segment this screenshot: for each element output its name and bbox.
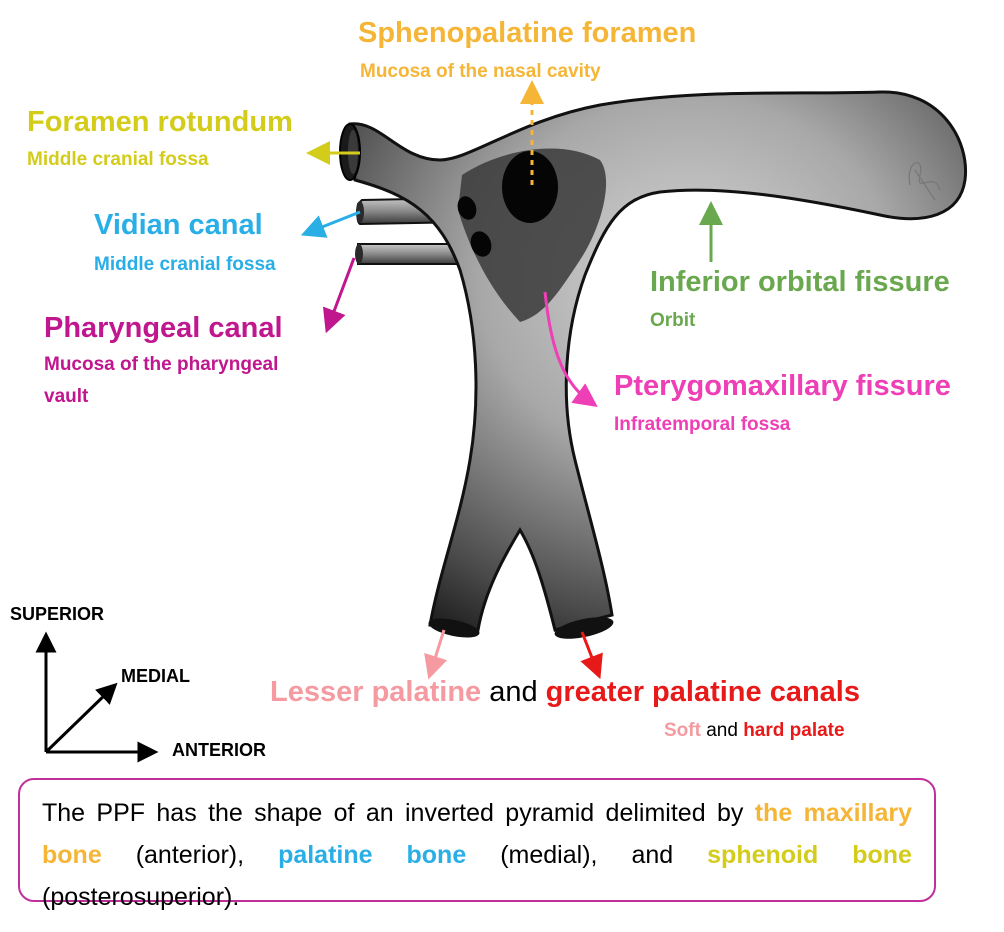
pharyngeal-title: Pharyngeal canal <box>44 312 283 344</box>
lesser-palatine-opening <box>428 618 480 638</box>
orientation-axes <box>35 631 159 763</box>
pharyngeal-canal-opening <box>355 244 363 264</box>
small-hole-1 <box>457 196 477 220</box>
inferior-orbital-sub: Orbit <box>650 310 696 331</box>
lesser-palatine-label: Lesser palatine <box>270 676 482 708</box>
pyramid-face <box>458 148 607 322</box>
vidian-title: Vidian canal <box>94 209 263 241</box>
palate-sub: Soft and hard palate <box>664 720 845 742</box>
soft-palate-label: Soft <box>664 720 701 741</box>
greater-palatine-label: greater palatine canals <box>545 676 860 708</box>
caption-part2: (anterior), <box>135 841 245 869</box>
greater-palatine-arrow <box>580 631 603 680</box>
axis-anterior-label: ANTERIOR <box>172 740 266 760</box>
caption-part4: (posterosuperior). <box>42 883 240 911</box>
palatine-and-label: and <box>489 676 538 708</box>
pterygomaxillary-arrow <box>543 291 598 407</box>
caption-maxillary: the maxillary bone <box>42 799 912 869</box>
hard-palate-label: hard palate <box>743 720 845 741</box>
inferior-orbital-title: Inferior orbital fissure <box>650 266 950 298</box>
foramen-rotundum-title: Foramen rotundum <box>27 106 293 138</box>
axis-medial-label: MEDIAL <box>121 666 190 686</box>
signature-scribble <box>908 162 941 201</box>
caption-box: The PPF has the shape of an inverted pyr… <box>18 778 936 911</box>
small-hole-2 <box>470 231 492 257</box>
pharyngeal-sub-line1: Mucosa of the pharyngeal <box>44 354 279 375</box>
pterygomaxillary-title: Pterygomaxillary fissure <box>614 370 951 402</box>
foramen-rotundum-sub: Middle cranial fossa <box>27 149 209 170</box>
lesser-palatine-arrow <box>424 629 448 680</box>
caption-part3: (medial), and <box>500 841 674 869</box>
palatine-canals-title: Lesser palatine and greater palatine can… <box>270 676 860 709</box>
sphenopalatine-foramen-hole <box>502 151 558 223</box>
vidian-arrow <box>300 210 361 238</box>
ppf-body <box>348 90 968 632</box>
sphenopalatine-title: Sphenopalatine foramen <box>358 17 697 49</box>
caption-sphenoid: sphenoid bone <box>707 841 912 869</box>
pharyngeal-sub-line2: vault <box>44 386 89 407</box>
caption-part1: The PPF has the shape of an inverted pyr… <box>42 799 744 827</box>
pharyngeal-arrow <box>322 257 356 334</box>
caption-palatine: palatine bone <box>278 841 467 869</box>
greater-palatine-opening <box>554 617 614 639</box>
vidian-sub: Middle cranial fossa <box>94 254 276 275</box>
palate-and-label: and <box>706 720 738 741</box>
sphenopalatine-sub: Mucosa of the nasal cavity <box>360 61 601 82</box>
pterygomaxillary-sub: Infratemporal fossa <box>614 414 791 435</box>
axis-superior-label: SUPERIOR <box>10 604 105 624</box>
